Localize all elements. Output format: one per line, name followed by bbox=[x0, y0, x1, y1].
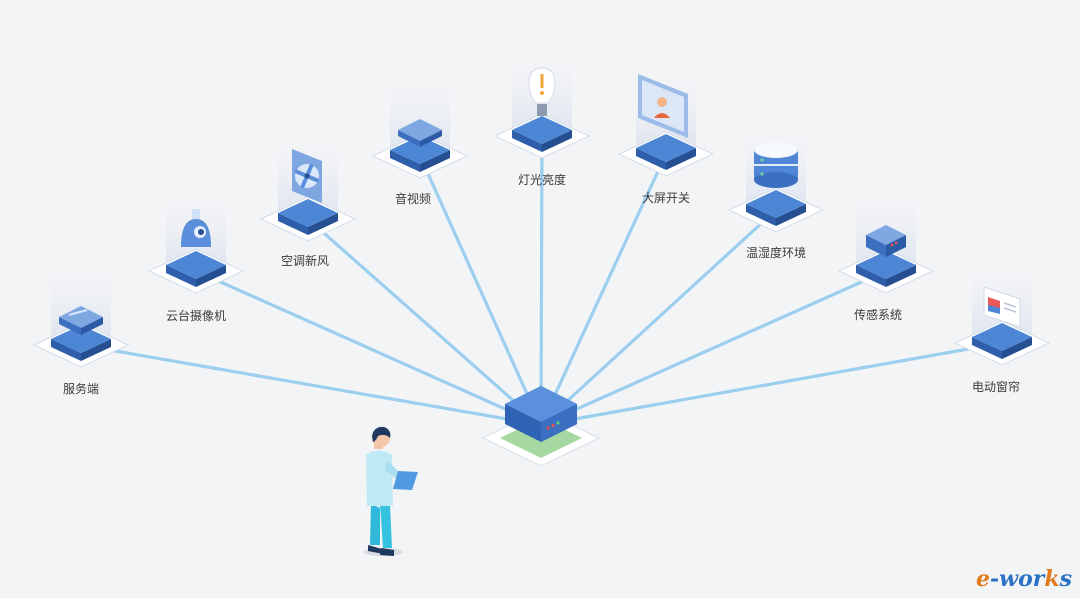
connection-line-screen bbox=[539, 152, 668, 427]
node-sensor bbox=[837, 196, 935, 294]
label-sensor: 传感系统 bbox=[853, 308, 903, 322]
node-av bbox=[371, 81, 469, 179]
label-lighting: 灯光亮度 bbox=[517, 173, 567, 187]
node-curtain bbox=[953, 268, 1051, 366]
label-curtain: 电动窗帘 bbox=[971, 380, 1021, 394]
label-screen: 大屏开关 bbox=[641, 191, 691, 205]
database-cylinder-icon bbox=[754, 142, 798, 188]
dome-camera-icon bbox=[181, 209, 211, 247]
node-ptz bbox=[147, 196, 245, 294]
server-rack-icon bbox=[59, 306, 103, 335]
gateway-hub bbox=[481, 386, 601, 467]
bulb-icon bbox=[528, 67, 556, 116]
node-hvac bbox=[259, 144, 357, 242]
connection-lines bbox=[79, 134, 1004, 427]
sensor-box-icon bbox=[866, 225, 906, 257]
connection-line-env bbox=[539, 208, 778, 427]
node-env bbox=[727, 135, 825, 233]
connection-line-sensor bbox=[539, 269, 888, 427]
operator-person bbox=[363, 426, 418, 556]
device-nodes bbox=[32, 61, 1051, 368]
eworks-watermark: e-works bbox=[976, 566, 1072, 592]
fan-icon bbox=[292, 149, 322, 203]
node-server bbox=[32, 270, 130, 368]
connection-line-curtain bbox=[539, 341, 1004, 427]
label-server: 服务端 bbox=[62, 382, 100, 396]
curtain-panel-icon bbox=[983, 286, 1021, 328]
av-box-icon bbox=[398, 119, 442, 147]
connection-line-ptz bbox=[194, 269, 543, 427]
connection-line-av bbox=[418, 154, 543, 427]
label-ptz: 云台摄像机 bbox=[165, 309, 227, 323]
label-env: 温湿度环境 bbox=[745, 246, 807, 260]
connection-line-hvac bbox=[306, 217, 543, 427]
label-av: 音视频 bbox=[394, 192, 432, 206]
display-icon bbox=[638, 74, 688, 138]
connection-line-lighting bbox=[539, 134, 544, 427]
node-screen bbox=[617, 74, 715, 177]
label-hvac: 空调新风 bbox=[280, 254, 330, 268]
connection-line-server bbox=[79, 343, 543, 427]
node-lighting bbox=[493, 61, 591, 159]
